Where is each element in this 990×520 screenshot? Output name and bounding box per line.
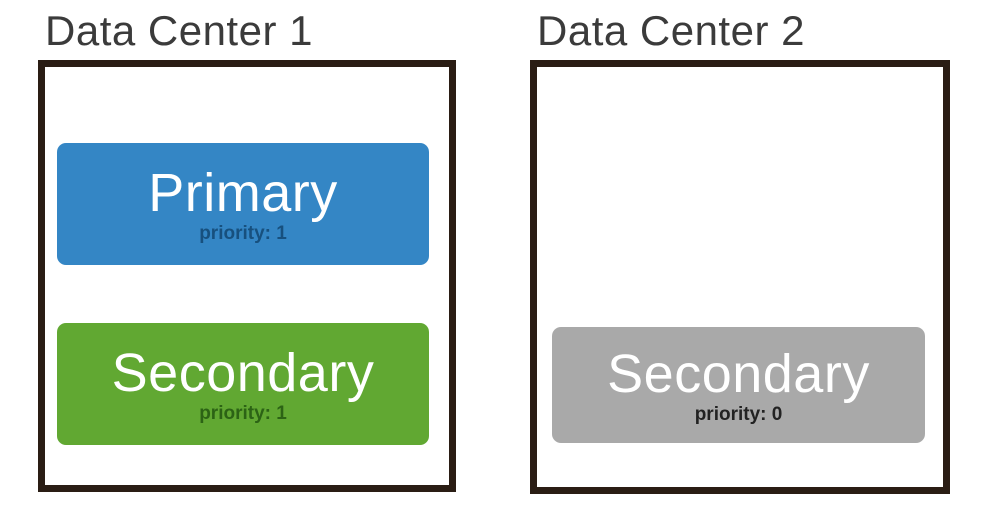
data-center-1-box: Primary priority: 1 Secondary priority: … [38,60,456,492]
data-center-2-title: Data Center 2 [537,7,805,54]
primary-node: Primary priority: 1 [57,143,429,265]
data-center-1-title: Data Center 1 [45,7,313,54]
primary-node-label: Primary [148,162,338,223]
primary-node-priority-label: priority: 1 [199,223,287,245]
secondary-node-dc1-label: Secondary [111,342,375,403]
secondary-node-dc2: Secondary priority: 0 [552,327,925,443]
secondary-node-dc1-priority-label: priority: 1 [199,403,287,425]
data-center-2-box: Secondary priority: 0 [530,60,950,494]
secondary-node-dc1: Secondary priority: 1 [57,323,429,445]
secondary-node-dc2-priority-label: priority: 0 [694,404,783,426]
secondary-node-dc2-label: Secondary [607,343,870,404]
